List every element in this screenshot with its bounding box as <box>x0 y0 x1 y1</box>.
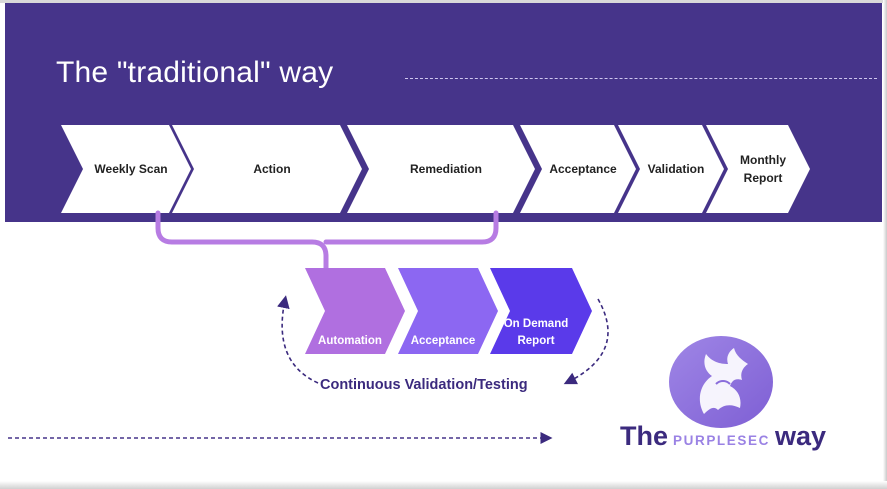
step-action: Action <box>172 125 362 213</box>
frame-bottom-edge <box>0 481 887 489</box>
cycle-arrow-left <box>277 295 319 384</box>
step-acceptance-label: Acceptance <box>549 162 617 176</box>
step-acceptance-purplesec-label: Acceptance <box>410 335 476 347</box>
page-title: The "traditional" way <box>56 56 334 89</box>
frame-top-edge <box>0 0 887 3</box>
title-divider <box>405 78 877 79</box>
step-weekly-scan: Weekly Scan <box>61 125 191 213</box>
step-validation-label: Validation <box>647 162 705 176</box>
brand-prefix: The <box>620 421 669 451</box>
brand-suffix: way <box>774 421 826 451</box>
frame-right-edge <box>883 0 887 489</box>
step-weekly-scan-label: Weekly Scan <box>94 162 168 176</box>
dragon-icon <box>669 336 773 428</box>
step-automation-label: Automation <box>318 335 382 347</box>
step-monthly-report-label: Monthly Report <box>740 153 786 185</box>
step-validation: Validation <box>618 125 724 213</box>
cycle-arrow-right <box>563 298 609 385</box>
brand-wordmark: The PURPLESEC way <box>620 421 826 452</box>
step-on-demand-report-label: On Demand Report <box>503 318 569 347</box>
step-remediation-label: Remediation <box>409 162 482 176</box>
step-remediation: Remediation <box>347 125 535 213</box>
step-action-label: Action <box>253 162 291 176</box>
bracket-connector <box>155 210 499 275</box>
brand-name: PURPLESEC <box>673 433 770 448</box>
cycle-label: Continuous Validation/Testing <box>320 377 528 393</box>
